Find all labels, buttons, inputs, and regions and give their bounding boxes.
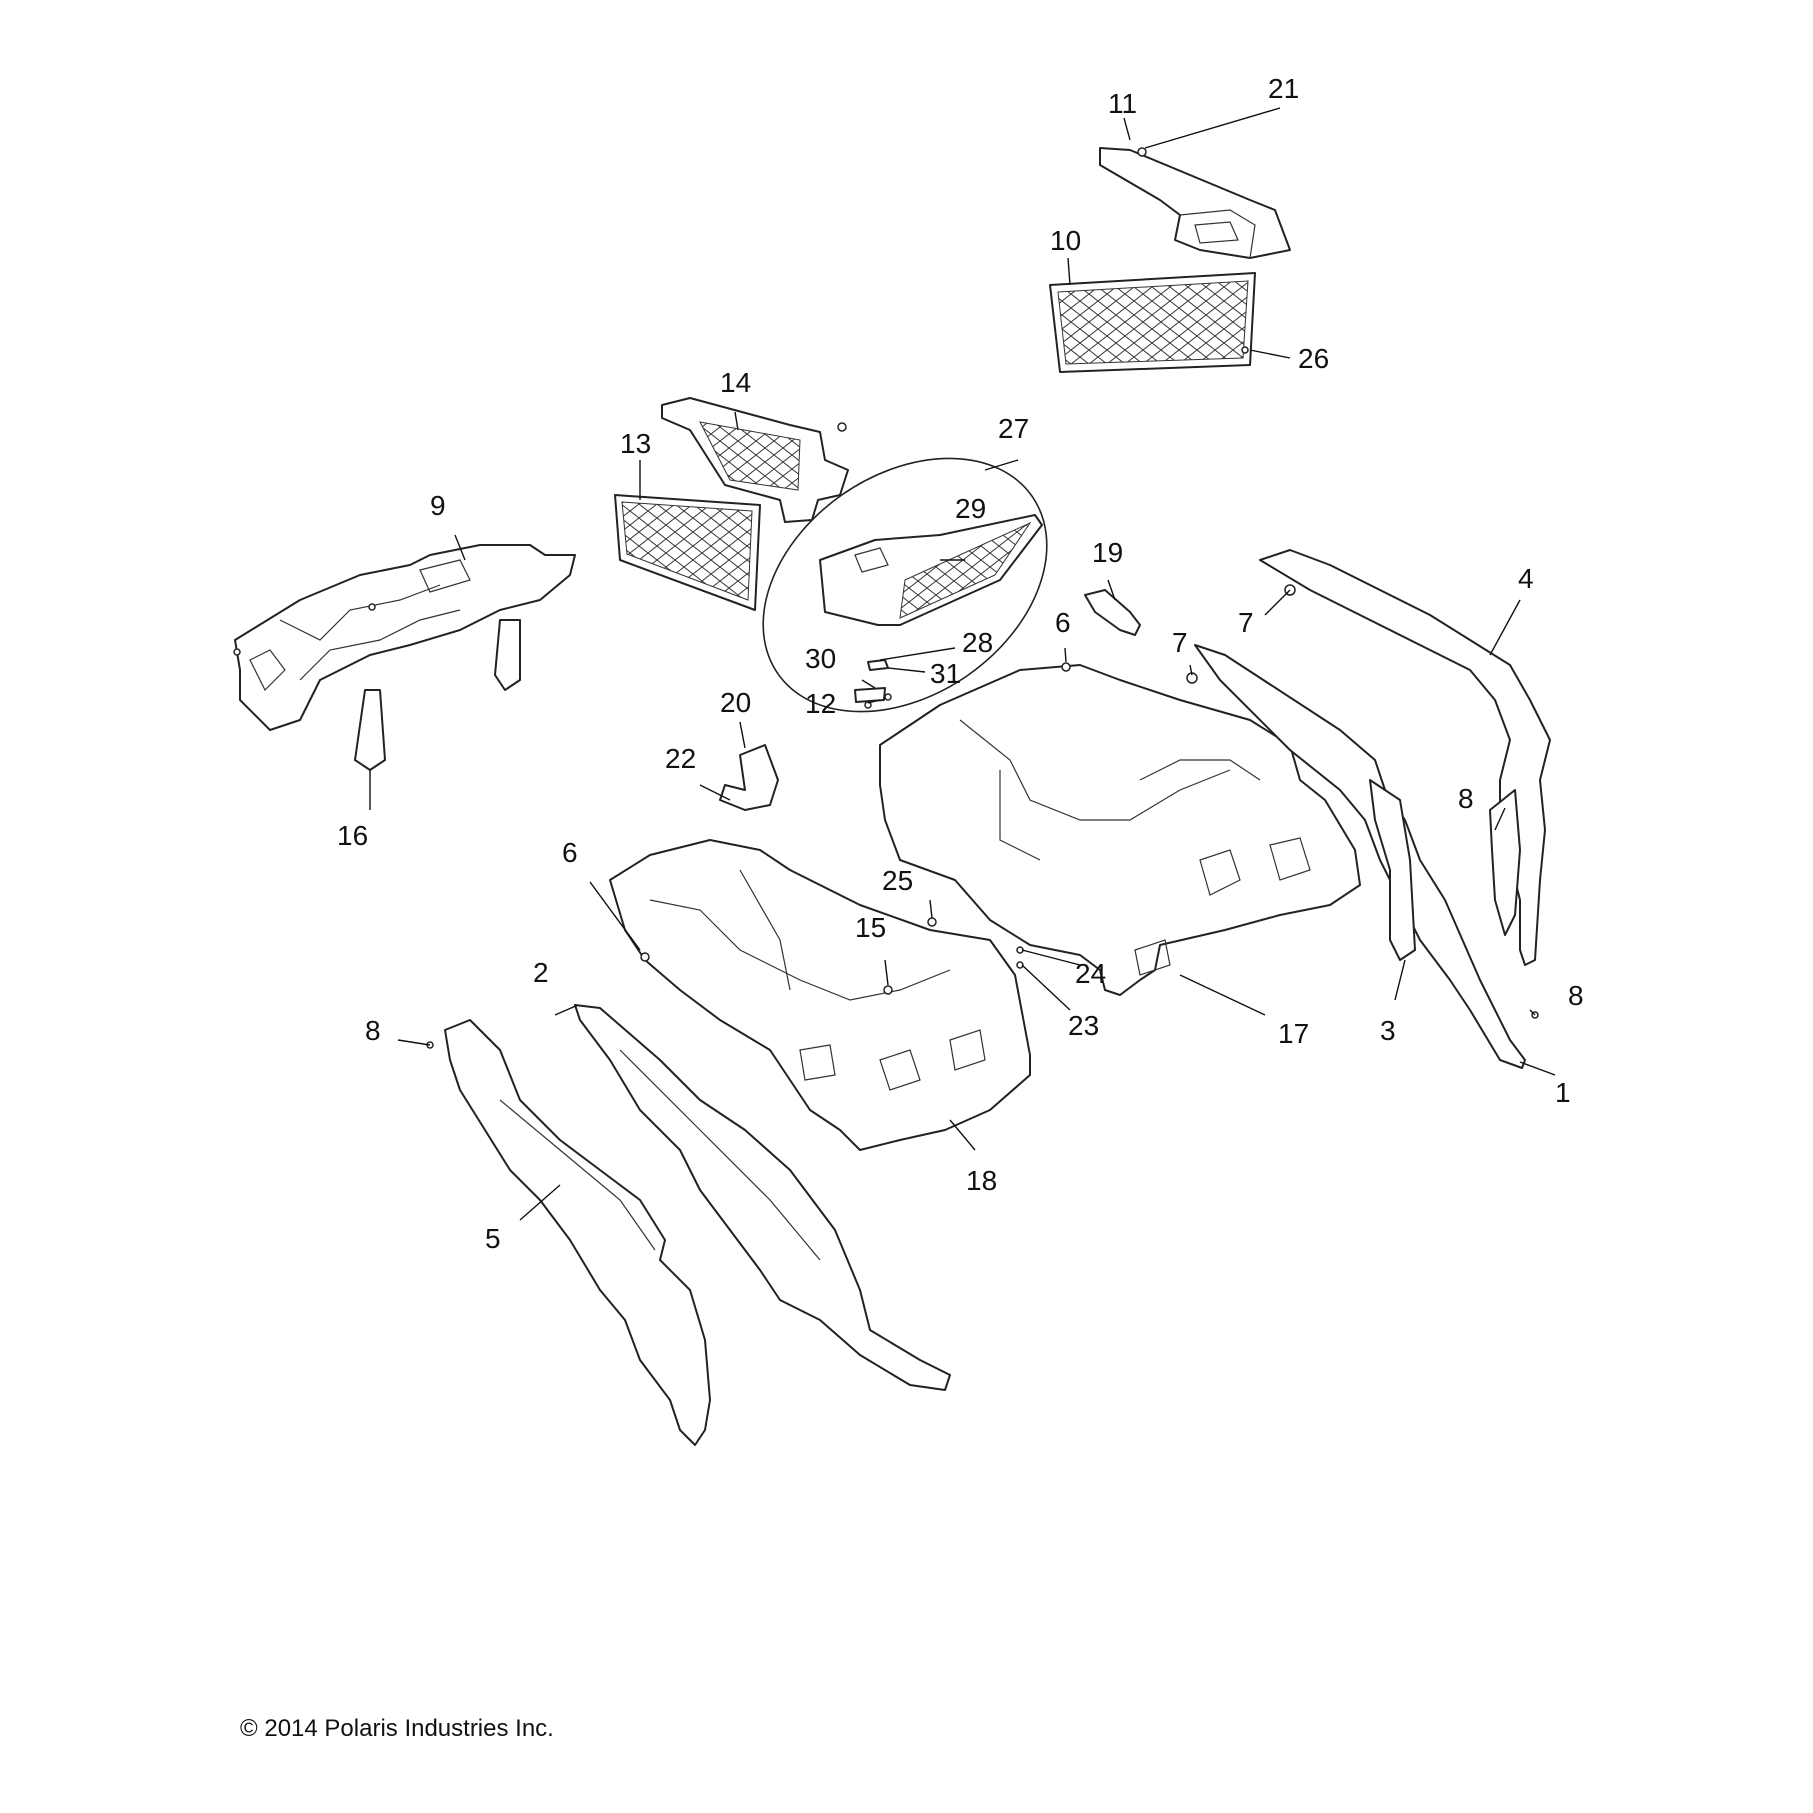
callout-25: 25: [882, 865, 913, 896]
part-8-panel-right: [1489, 789, 1521, 936]
callout-13: 13: [620, 428, 651, 459]
part-11-panel: [1099, 147, 1291, 259]
part-16-bracket: [354, 689, 386, 771]
callout-27: 27: [998, 413, 1029, 444]
callout-8-right-bottom: 8: [1568, 980, 1584, 1011]
part-5-panel: [444, 1019, 711, 1446]
part-17-tub: [879, 664, 1361, 996]
part-14-panel: [661, 397, 849, 523]
callout-17: 17: [1278, 1018, 1309, 1049]
part-27-kit-outline: [762, 457, 1048, 713]
callout-2: 2: [533, 957, 549, 988]
callout-8-left: 8: [365, 1015, 381, 1046]
callout-18: 18: [966, 1165, 997, 1196]
callout-26: 26: [1298, 343, 1329, 374]
screw-21: [1137, 147, 1147, 157]
part-29-bin: [819, 514, 1043, 626]
callout-12: 12: [805, 688, 836, 719]
callout-6-mid: 6: [562, 837, 578, 868]
part-28-latch: [867, 659, 889, 671]
part-30-plate: [854, 687, 886, 703]
callout-22: 22: [665, 743, 696, 774]
callout-28: 28: [962, 627, 993, 658]
callout-30: 30: [805, 643, 836, 674]
copyright-notice: © 2014 Polaris Industries Inc.: [240, 1715, 554, 1742]
screw-25: [927, 917, 937, 927]
part-19-bracket: [1084, 589, 1141, 636]
part-4-panel: [1259, 549, 1551, 966]
callout-31: 31: [930, 658, 961, 689]
screw-6-mid: [640, 952, 650, 962]
part-20-bracket: [719, 744, 779, 811]
callout-9: 9: [430, 490, 446, 521]
fasteners: [233, 147, 1539, 1049]
part-10-grille: [1049, 272, 1256, 373]
part-9-dash: [234, 544, 576, 731]
screw-14-a: [837, 422, 847, 432]
callout-1: 1: [1555, 1077, 1571, 1108]
callout-7-top: 7: [1238, 607, 1254, 638]
callout-8-right-top: 8: [1458, 783, 1474, 814]
callout-29: 29: [955, 493, 986, 524]
callout-11: 11: [1108, 88, 1137, 119]
callout-21: 21: [1268, 73, 1299, 104]
screw-26: [1241, 346, 1249, 354]
screw-6-top: [1061, 662, 1071, 672]
callout-7-mid: 7: [1172, 627, 1188, 658]
part-18-tub: [609, 839, 1031, 1151]
leader-lines: [369, 107, 1556, 1221]
part-13-grille: [614, 494, 761, 611]
part-1-rail: [1194, 644, 1526, 1069]
callout-24: 24: [1075, 958, 1106, 989]
screw-12-b: [884, 693, 892, 701]
callout-19: 19: [1092, 537, 1123, 568]
part-2-rail: [574, 1004, 951, 1391]
callout-14: 14: [720, 367, 751, 398]
callout-6-top: 6: [1055, 607, 1071, 638]
screw-9-b: [233, 648, 241, 656]
callout-5: 5: [485, 1223, 501, 1254]
screw-9-a: [368, 603, 376, 611]
callouts: 21 11 10 26 14 13 27 29 9 19 4 7 6 7 28 …: [337, 73, 1584, 1254]
callout-15: 15: [855, 912, 886, 943]
callout-20: 20: [720, 687, 751, 718]
callout-10: 10: [1050, 225, 1081, 256]
screw-12-a: [864, 701, 872, 709]
callout-3: 3: [1380, 1015, 1396, 1046]
part-3-trim: [1369, 779, 1416, 961]
callout-16: 16: [337, 820, 368, 851]
callout-4: 4: [1518, 563, 1534, 594]
callout-23: 23: [1068, 1010, 1099, 1041]
screw-15: [883, 985, 893, 995]
